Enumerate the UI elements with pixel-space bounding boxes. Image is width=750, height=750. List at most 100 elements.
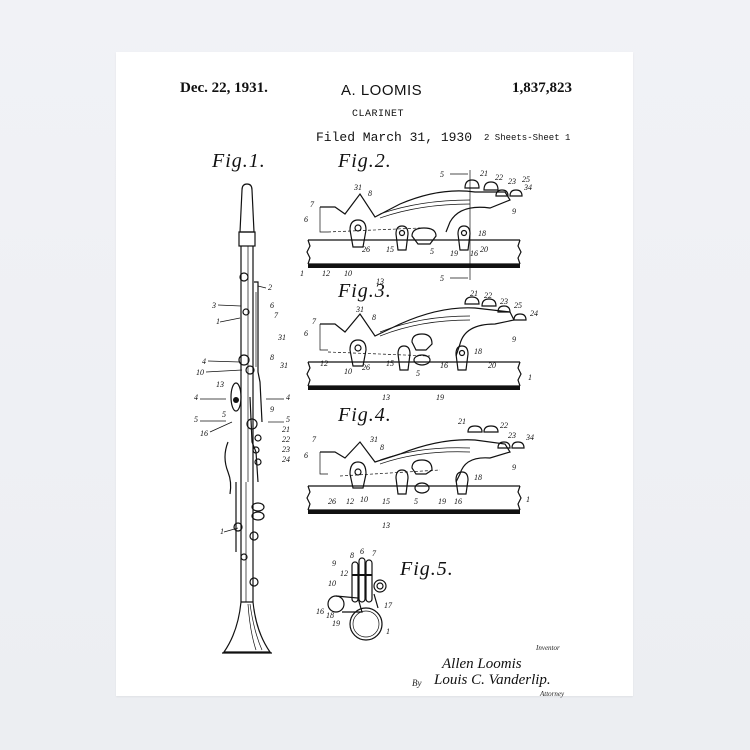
svg-text:16: 16 [440, 361, 448, 370]
svg-text:1: 1 [300, 269, 304, 278]
fig1-clarinet-drawing: 1 2 3 6 7 31 4 8 31 10 13 4 4 5 9 5 5 16… [194, 183, 290, 654]
svg-text:31: 31 [369, 435, 378, 444]
fig4-label: Fig.4. [338, 404, 392, 426]
svg-text:15: 15 [382, 497, 390, 506]
svg-text:26: 26 [362, 245, 370, 254]
svg-text:9: 9 [512, 207, 516, 216]
svg-text:2: 2 [268, 283, 272, 292]
inventor-caption: Inventor [536, 644, 560, 652]
svg-text:23: 23 [508, 177, 516, 186]
fig1-label: Fig.1. [212, 150, 266, 172]
inventor-signature: Allen Loomis [442, 656, 522, 672]
svg-text:18: 18 [474, 347, 482, 356]
svg-text:8: 8 [350, 551, 354, 560]
svg-text:5: 5 [286, 415, 290, 424]
svg-text:23: 23 [282, 445, 290, 454]
svg-text:5: 5 [222, 410, 226, 419]
attorney-signature: Louis C. Vanderlip. [434, 672, 551, 688]
svg-text:4: 4 [202, 357, 206, 366]
svg-text:6: 6 [360, 547, 364, 556]
svg-text:19: 19 [450, 249, 458, 258]
svg-text:18: 18 [478, 229, 486, 238]
svg-text:8: 8 [270, 353, 274, 362]
svg-text:22: 22 [282, 435, 290, 444]
svg-text:23: 23 [500, 297, 508, 306]
fig3-drawing: 21 22 23 25 24 9 7 31 8 6 18 12 10 26 15… [304, 289, 538, 402]
svg-text:16: 16 [454, 497, 462, 506]
svg-text:15: 15 [386, 359, 394, 368]
svg-text:26: 26 [362, 363, 370, 372]
svg-text:5: 5 [440, 170, 444, 179]
svg-text:7: 7 [372, 549, 377, 558]
fig2-drawing: 5 5 21 22 23 25 34 9 7 31 8 6 18 12 10 2… [300, 169, 532, 286]
svg-text:25: 25 [522, 175, 530, 184]
svg-text:4: 4 [286, 393, 290, 402]
svg-text:16: 16 [316, 607, 324, 616]
svg-text:13: 13 [382, 521, 390, 530]
fig4-drawing: 21 22 23 34 9 7 31 8 6 18 26 12 10 15 5 … [304, 417, 534, 530]
svg-text:6: 6 [304, 215, 308, 224]
patent-number: 1,837,823 [512, 80, 572, 96]
svg-text:19: 19 [436, 393, 444, 402]
svg-text:13: 13 [376, 277, 384, 286]
svg-text:24: 24 [530, 309, 538, 318]
svg-text:8: 8 [380, 443, 384, 452]
svg-text:5: 5 [416, 369, 420, 378]
patent-poster: Dec. 22, 1931. A. LOOMIS 1,837,823 CLARI… [116, 52, 633, 698]
svg-text:5: 5 [194, 415, 198, 424]
svg-text:6: 6 [304, 451, 308, 460]
svg-text:24: 24 [282, 455, 290, 464]
svg-text:22: 22 [484, 291, 492, 300]
svg-text:12: 12 [320, 359, 328, 368]
svg-text:6: 6 [304, 329, 308, 338]
svg-text:9: 9 [270, 405, 274, 414]
svg-text:23: 23 [508, 431, 516, 440]
svg-text:34: 34 [525, 433, 534, 442]
svg-text:1: 1 [386, 627, 390, 636]
svg-text:17: 17 [384, 601, 393, 610]
svg-text:7: 7 [310, 200, 315, 209]
fig2-label: Fig.2. [338, 150, 392, 172]
svg-text:18: 18 [474, 473, 482, 482]
fig5-drawing: 8 6 7 9 12 10 16 18 19 17 1 [316, 547, 393, 641]
svg-text:8: 8 [368, 189, 372, 198]
svg-text:16: 16 [470, 249, 478, 258]
svg-text:9: 9 [512, 463, 516, 472]
attorney-caption: Attorney [540, 690, 565, 698]
svg-text:13: 13 [216, 380, 224, 389]
fig5-label: Fig.5. [400, 558, 454, 580]
svg-text:10: 10 [196, 368, 204, 377]
svg-text:10: 10 [344, 269, 352, 278]
svg-text:12: 12 [340, 569, 348, 578]
svg-text:1: 1 [220, 527, 224, 536]
svg-text:15: 15 [386, 245, 394, 254]
svg-text:7: 7 [312, 317, 317, 326]
svg-text:7: 7 [312, 435, 317, 444]
svg-text:16: 16 [200, 429, 208, 438]
svg-text:12: 12 [346, 497, 354, 506]
svg-text:34: 34 [523, 183, 532, 192]
svg-text:20: 20 [488, 361, 496, 370]
svg-text:10: 10 [344, 367, 352, 376]
svg-text:19: 19 [438, 497, 446, 506]
svg-text:31: 31 [279, 361, 288, 370]
svg-text:22: 22 [495, 173, 503, 182]
svg-text:10: 10 [328, 579, 336, 588]
svg-text:22: 22 [500, 421, 508, 430]
svg-text:1: 1 [216, 317, 220, 326]
inventor-header: A. LOOMIS [341, 82, 423, 99]
svg-text:7: 7 [274, 311, 279, 320]
svg-text:25: 25 [514, 301, 522, 310]
patent-date: Dec. 22, 1931. [180, 80, 268, 96]
svg-text:13: 13 [382, 393, 390, 402]
svg-text:21: 21 [282, 425, 290, 434]
svg-text:9: 9 [512, 335, 516, 344]
by-label: By [412, 678, 422, 688]
svg-text:31: 31 [355, 305, 364, 314]
svg-text:8: 8 [372, 313, 376, 322]
svg-text:5: 5 [430, 247, 434, 256]
patent-title: CLARINET [352, 109, 405, 120]
svg-text:20: 20 [480, 245, 488, 254]
svg-text:21: 21 [470, 289, 478, 298]
svg-text:31: 31 [277, 333, 286, 342]
